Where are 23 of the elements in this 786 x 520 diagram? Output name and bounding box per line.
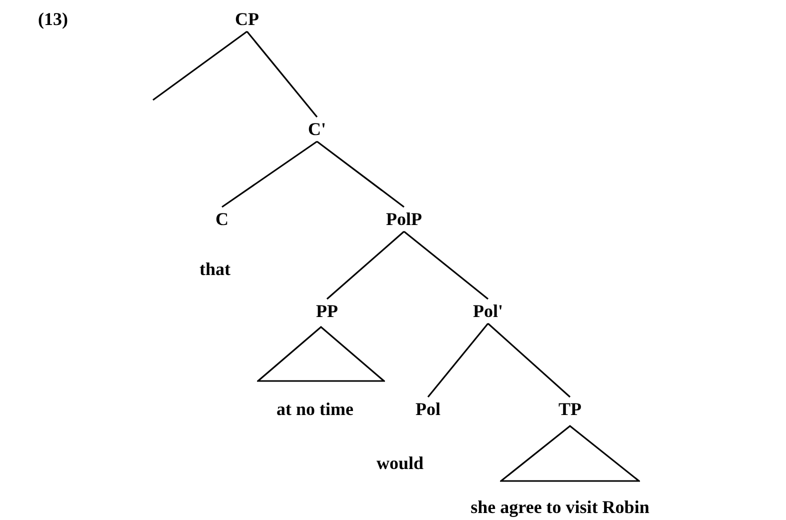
tree-branch (316, 140, 404, 208)
tree-branch (404, 230, 488, 300)
node-label: C' (308, 118, 326, 140)
terminal-words: would (376, 452, 424, 474)
tree-branch (222, 140, 318, 208)
terminal-words: she agree to visit Robin (470, 496, 650, 518)
tree-branch (246, 31, 318, 118)
triangle-shape (257, 326, 385, 382)
node-label: TP (558, 398, 582, 420)
terminal-words: at no time (276, 398, 354, 420)
tree-branch (326, 230, 405, 300)
tree-branch (427, 323, 489, 398)
tree-branch (152, 30, 248, 101)
node-label: CP (235, 8, 259, 30)
example-number: (13) (38, 8, 68, 30)
node-label: Pol (416, 398, 440, 420)
node-label: Pol' (473, 300, 503, 322)
triangle-shape (500, 425, 640, 482)
node-label: PolP (386, 208, 422, 230)
terminal-words: that (200, 258, 230, 280)
tree-branch (487, 322, 571, 398)
node-label: PP (316, 300, 338, 322)
node-label: C (216, 208, 228, 230)
